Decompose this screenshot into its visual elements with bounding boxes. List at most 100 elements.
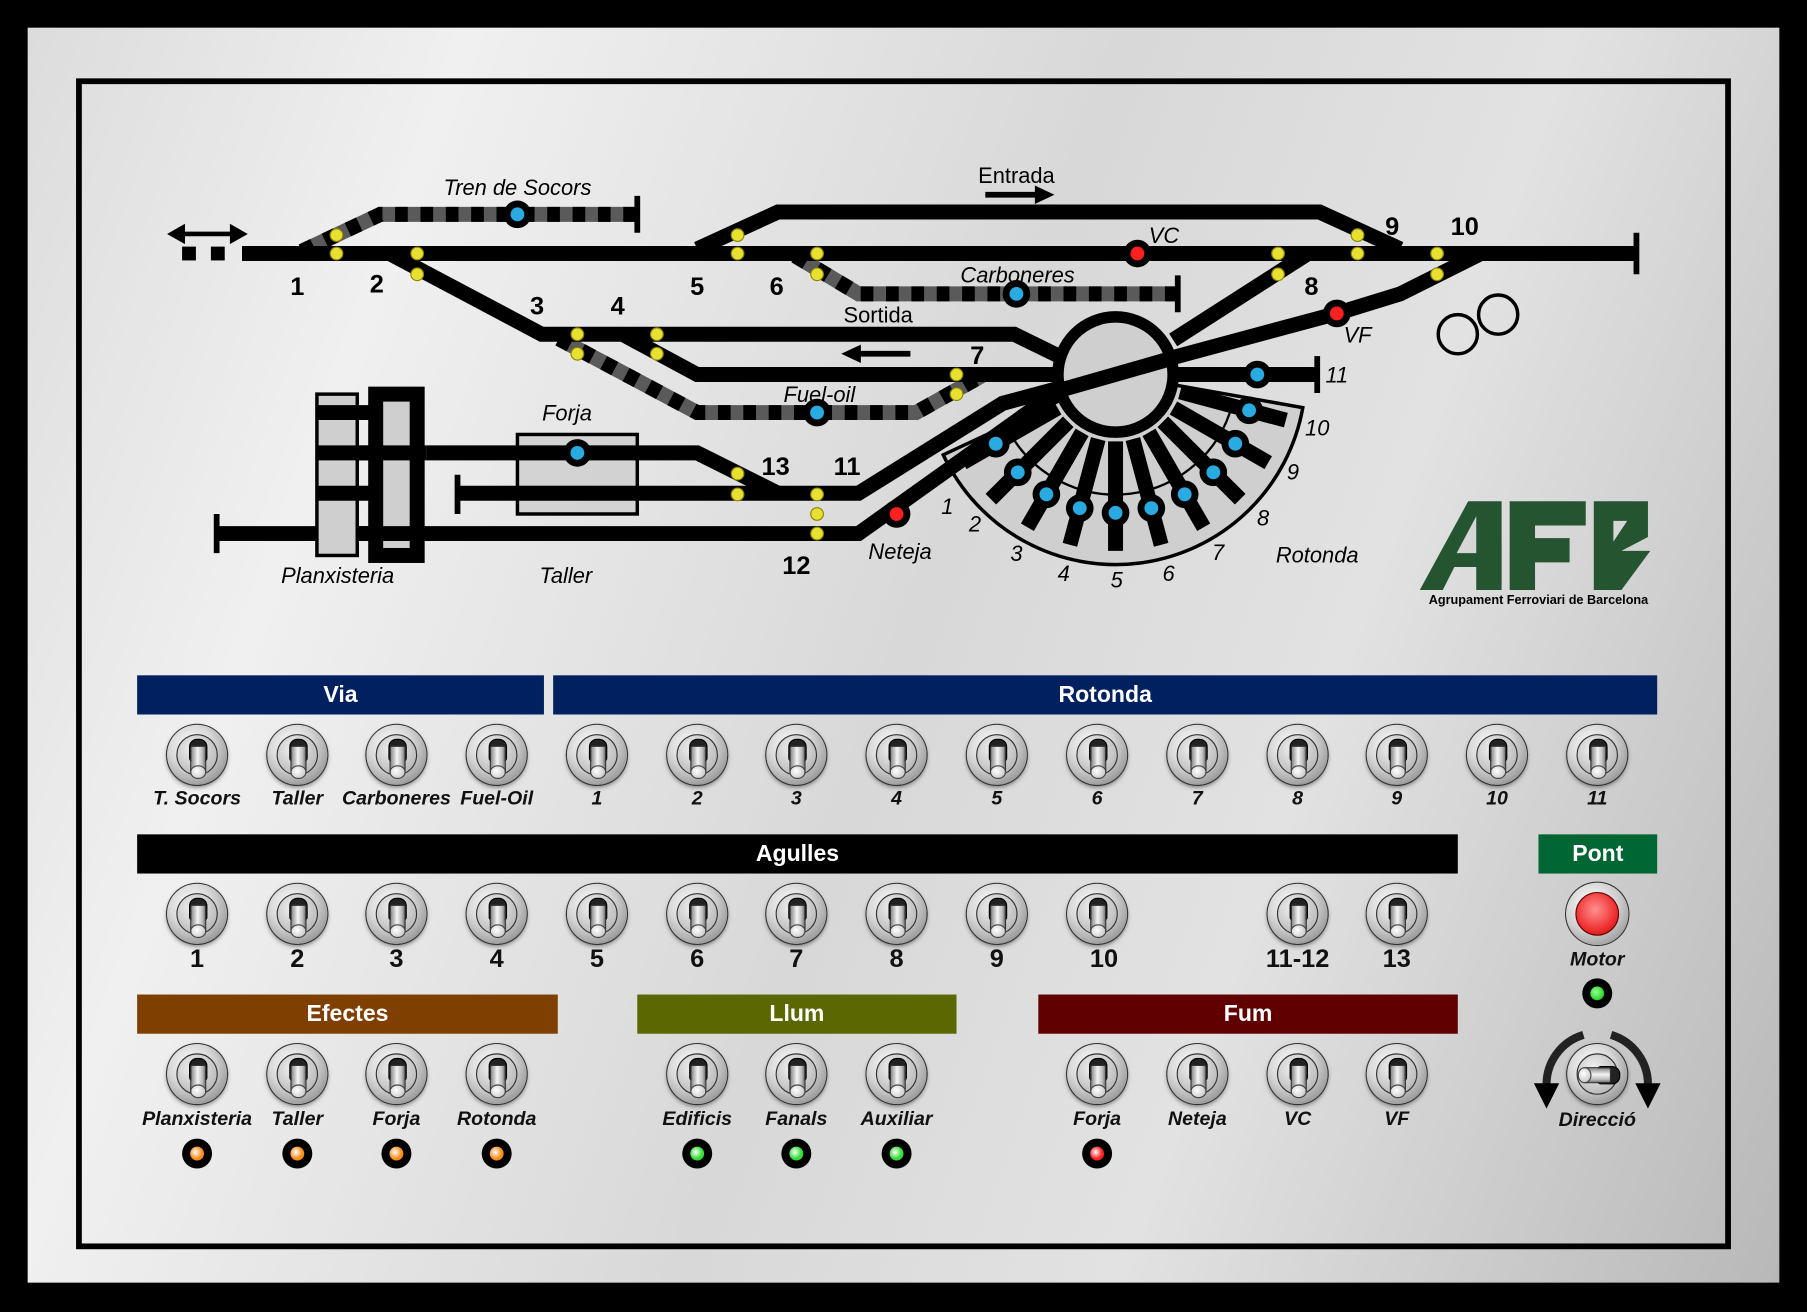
smoke-icon (1476, 293, 1520, 336)
label-via-11: 11 (1325, 363, 1348, 388)
agulles-toggle-switch[interactable] (267, 883, 328, 944)
rotonda-toggle-switch[interactable] (766, 724, 827, 785)
efectes-toggle-switch[interactable] (167, 1044, 228, 1105)
tracks-main (216, 204, 1637, 542)
label-neteja: Neteja (868, 539, 931, 564)
toggle-lever (1290, 745, 1307, 780)
llum-toggle-switch[interactable] (667, 1044, 728, 1105)
agulles-toggle-switch[interactable] (1366, 883, 1427, 944)
toggle-lever (1290, 1064, 1307, 1099)
fum-toggle-switch[interactable] (1366, 1044, 1427, 1105)
toggle-lever (1090, 745, 1107, 780)
agulles-toggle-switch[interactable] (1067, 883, 1128, 944)
toggle-lever (889, 904, 906, 939)
agulles-toggle-switch[interactable] (366, 883, 427, 944)
stall-occupancy-marker (1221, 429, 1250, 458)
efectes-toggle-switch[interactable] (267, 1044, 328, 1105)
rotonda-toggle-switch[interactable] (1366, 724, 1427, 785)
rotonda-toggle-switch[interactable] (1267, 724, 1328, 785)
rotonda-switch-label: 10 (1486, 787, 1508, 809)
rotonda-toggle-switch[interactable] (1167, 724, 1228, 785)
direction-label: Direcció (1558, 1108, 1636, 1131)
double-arrow-icon (167, 223, 248, 245)
turnout-number: 9 (1385, 213, 1399, 241)
agulles-toggle-switch[interactable] (466, 883, 527, 944)
agulles-switch-label: 10 (1089, 943, 1119, 973)
smoke-icon (1436, 312, 1480, 356)
rotonda-toggle-switch[interactable] (866, 724, 927, 785)
fum-toggle-switch[interactable] (1267, 1044, 1328, 1105)
fum-switch-label: Neteja (1167, 1107, 1227, 1130)
toggle-lever (789, 1064, 806, 1099)
agulles-toggle-switch[interactable] (866, 883, 927, 944)
rotonda-switch-label: 1 (591, 787, 603, 809)
toggle-lever (1090, 1064, 1107, 1099)
stall-number: 5 (1111, 568, 1124, 593)
via-switch-label: T. Socors (153, 787, 241, 809)
toggle-lever (389, 745, 406, 780)
turnout-number: 12 (782, 552, 810, 580)
buffer-stops (213, 195, 1640, 554)
label-forja: Forja (542, 401, 592, 426)
rotonda-stall-track (1169, 401, 1272, 470)
rotonda-toggle-switch[interactable] (966, 724, 1027, 785)
rotonda-switch-label: 8 (1292, 787, 1304, 809)
toggle-lever (690, 745, 707, 780)
direction-toggle[interactable] (1567, 1044, 1628, 1105)
label-tren-socors: Tren de Socors (443, 175, 591, 200)
agulles-toggle-switch[interactable] (167, 883, 228, 944)
agulles-toggle-switch[interactable] (766, 883, 827, 944)
via-toggle-switch[interactable] (366, 724, 427, 785)
via-toggle-switch[interactable] (267, 724, 328, 785)
via-switch-label: Carboneres (341, 787, 451, 809)
line-dash (182, 246, 196, 261)
direction-arrows-icon (1533, 1031, 1661, 1109)
efectes-toggle-switch[interactable] (366, 1044, 427, 1105)
rotonda-switch-label: 5 (991, 787, 1003, 809)
rotonda-toggle-switch[interactable] (566, 724, 627, 785)
toggle-lever (1490, 745, 1507, 780)
toggle-lever (290, 745, 307, 780)
toggle-lever (1190, 1064, 1207, 1099)
rotonda-toggle-switch[interactable] (1567, 724, 1628, 785)
afb-logo: Agrupament Ferroviari de Barcelona (1419, 501, 1651, 607)
agulles-toggle-switch[interactable] (667, 883, 728, 944)
label-vf: VF (1344, 322, 1374, 347)
via-toggle-switch[interactable] (167, 724, 228, 785)
llum-toggle-switch[interactable] (766, 1044, 827, 1105)
toggle-lever (690, 904, 707, 939)
stall-occupancy-marker (1032, 480, 1061, 509)
rotonda-toggle-switch[interactable] (667, 724, 728, 785)
agulles-toggle-switch[interactable] (966, 883, 1027, 944)
rotonda-toggle-switch[interactable] (1467, 724, 1527, 785)
stall-number: 10 (1305, 416, 1329, 441)
motor-button[interactable] (1566, 882, 1629, 945)
toggle-lever (1190, 745, 1207, 780)
stall-occupancy-marker (1065, 494, 1094, 522)
agulles-toggle-switch[interactable] (566, 883, 627, 944)
stall-number: 7 (1212, 540, 1225, 565)
toggle-lever (489, 745, 506, 780)
tren-socors-marker (503, 200, 532, 229)
via-11-marker (1243, 360, 1272, 389)
agulles-switch-label: 9 (989, 943, 1004, 973)
efectes-toggle-switch[interactable] (466, 1044, 527, 1105)
line-dash (210, 246, 225, 261)
agulles-toggle-switch[interactable] (1267, 883, 1328, 944)
rotonda-toggle-switch[interactable] (1067, 724, 1128, 785)
llum-indicator-led (881, 1138, 912, 1169)
fum-toggle-switch[interactable] (1067, 1044, 1128, 1105)
via-toggle-switch[interactable] (466, 724, 527, 785)
fum-toggle-switch[interactable] (1167, 1044, 1228, 1105)
llum-toggle-switch[interactable] (866, 1044, 927, 1105)
agulles-switch-label: 11-12 (1265, 943, 1330, 973)
stall-occupancy-marker (981, 429, 1010, 458)
panel-frame (76, 78, 1731, 1250)
llum-indicator-led (682, 1138, 713, 1169)
header-pont: Pont (1538, 834, 1658, 874)
rotonda-switch-label: 3 (790, 787, 802, 809)
toggle-lever (190, 1064, 207, 1099)
label-carboneres: Carboneres (960, 262, 1074, 287)
rotonda-stall-track (1142, 428, 1211, 531)
toggle-lever (290, 1064, 307, 1099)
